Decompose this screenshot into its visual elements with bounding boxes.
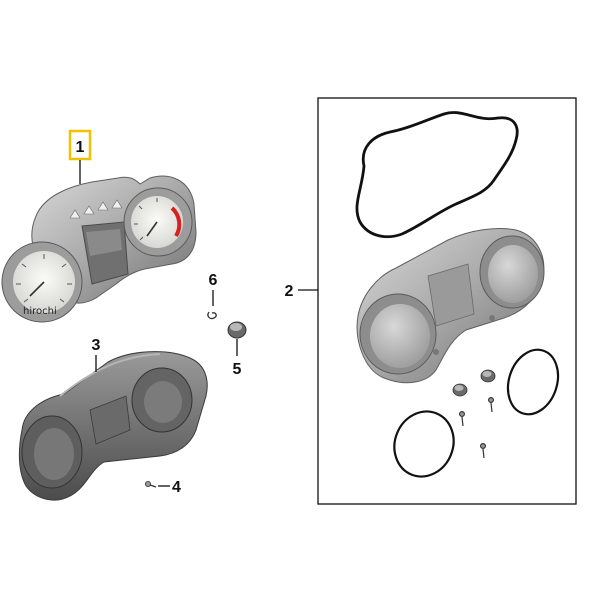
- screw-part-4: [144, 480, 157, 488]
- cover-boss-2: [433, 349, 439, 355]
- o-ring-small: [506, 348, 560, 416]
- cover-center-window: [427, 263, 475, 327]
- gasket-seal-inner: [362, 118, 512, 231]
- cover-boss-1: [489, 315, 495, 321]
- gasket-seal: [355, 111, 519, 239]
- indicator-lights: [69, 199, 123, 219]
- center-display-glare: [86, 229, 122, 256]
- o-ring-large: [393, 410, 455, 478]
- right-dial-needle: [146, 221, 158, 237]
- grommet-part-5: [227, 321, 247, 339]
- cover-lens-right-inner: [488, 245, 538, 303]
- kit-grommets: [452, 369, 496, 397]
- callout-5: 5: [233, 361, 242, 378]
- redline-zone: [170, 206, 182, 238]
- callout-2: 2: [285, 283, 294, 300]
- left-dial-needle: [29, 281, 45, 297]
- cover-lens-left-inner: [370, 304, 430, 368]
- instrument-cluster: [1, 175, 197, 323]
- callout-1-highlight: [68, 129, 92, 161]
- callout-4: 4: [172, 479, 181, 496]
- left-dial-ticks: [16, 254, 72, 303]
- callout-6: 6: [209, 272, 218, 289]
- rear-cover: [18, 351, 208, 501]
- cover-glass-housing: [356, 227, 545, 384]
- callout-1: 1: [76, 139, 85, 156]
- rear-cover-center-rib: [89, 395, 131, 445]
- right-dial-ticks: [134, 198, 158, 241]
- rear-cover-right-pod-inner: [144, 381, 182, 423]
- watermark: hirochi: [23, 306, 57, 317]
- callout-3: 3: [92, 337, 101, 354]
- kit-screws: [459, 397, 495, 459]
- kit-box: [317, 97, 577, 505]
- clip-part-6: [207, 311, 217, 320]
- rear-cover-rim: [59, 353, 161, 397]
- rear-cover-left-pod-inner: [34, 428, 74, 480]
